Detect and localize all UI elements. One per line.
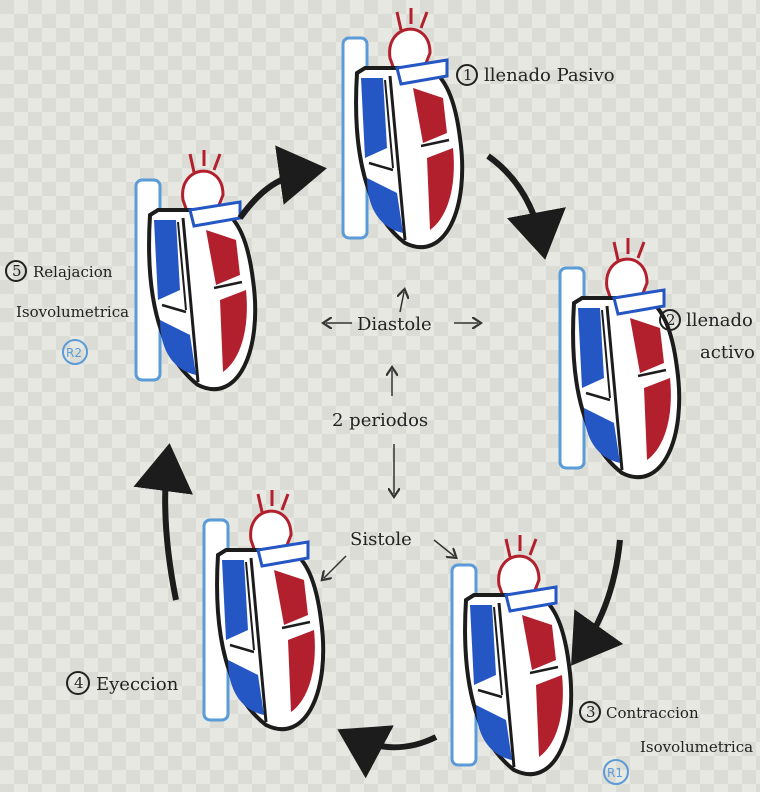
heart-phase-5 bbox=[136, 150, 255, 389]
diastole-up-arrow bbox=[400, 292, 404, 312]
phase-1-number: 1 bbox=[463, 66, 473, 84]
arrow-1-to-2 bbox=[488, 156, 543, 248]
phase-2-text-line1: llenado bbox=[686, 310, 753, 331]
arrow-2-to-3 bbox=[578, 540, 620, 656]
phase-1-label: 1 llenado Pasivo bbox=[457, 65, 615, 86]
phase-4-text: Eyeccion bbox=[96, 674, 179, 695]
systole-right-arrow bbox=[434, 540, 454, 556]
phase-3-label: 3 Contraccion Isovolumetrica R1 bbox=[580, 702, 753, 784]
phase-4-number: 4 bbox=[74, 674, 84, 692]
phase-5-number: 5 bbox=[12, 262, 22, 280]
phase-5-badge: R2 bbox=[66, 346, 82, 360]
phase-3-number: 3 bbox=[586, 703, 596, 721]
phase-5-label: 5 Relajacion Isovolumetrica R2 bbox=[6, 261, 129, 364]
phase-1-text: llenado Pasivo bbox=[484, 65, 615, 86]
heart-phase-2 bbox=[560, 238, 679, 477]
systole-label: Sistole bbox=[350, 529, 412, 550]
phase-5-text-line2: Isovolumetrica bbox=[16, 303, 129, 321]
periods-label: 2 periodos bbox=[332, 410, 428, 431]
arrow-5-to-1 bbox=[240, 170, 315, 218]
heart-phase-1 bbox=[343, 8, 462, 247]
phase-2-number: 2 bbox=[666, 311, 676, 329]
diastole-label: Diastole bbox=[357, 314, 432, 335]
phase-2-text-line2: activo bbox=[700, 342, 755, 363]
arrow-4-to-5 bbox=[165, 455, 176, 600]
heart-phase-4 bbox=[204, 490, 323, 729]
arrow-3-to-4 bbox=[348, 735, 436, 747]
heart-phase-3 bbox=[452, 535, 571, 774]
phase-3-text-line2: Isovolumetrica bbox=[640, 738, 753, 756]
systole-left-arrow bbox=[324, 556, 346, 578]
phase-4-label: 4 Eyeccion bbox=[67, 672, 179, 695]
phase-3-text-line1: Contraccion bbox=[606, 704, 699, 722]
phase-5-text-line1: Relajacion bbox=[33, 263, 113, 281]
phase-3-badge: R1 bbox=[607, 766, 623, 780]
